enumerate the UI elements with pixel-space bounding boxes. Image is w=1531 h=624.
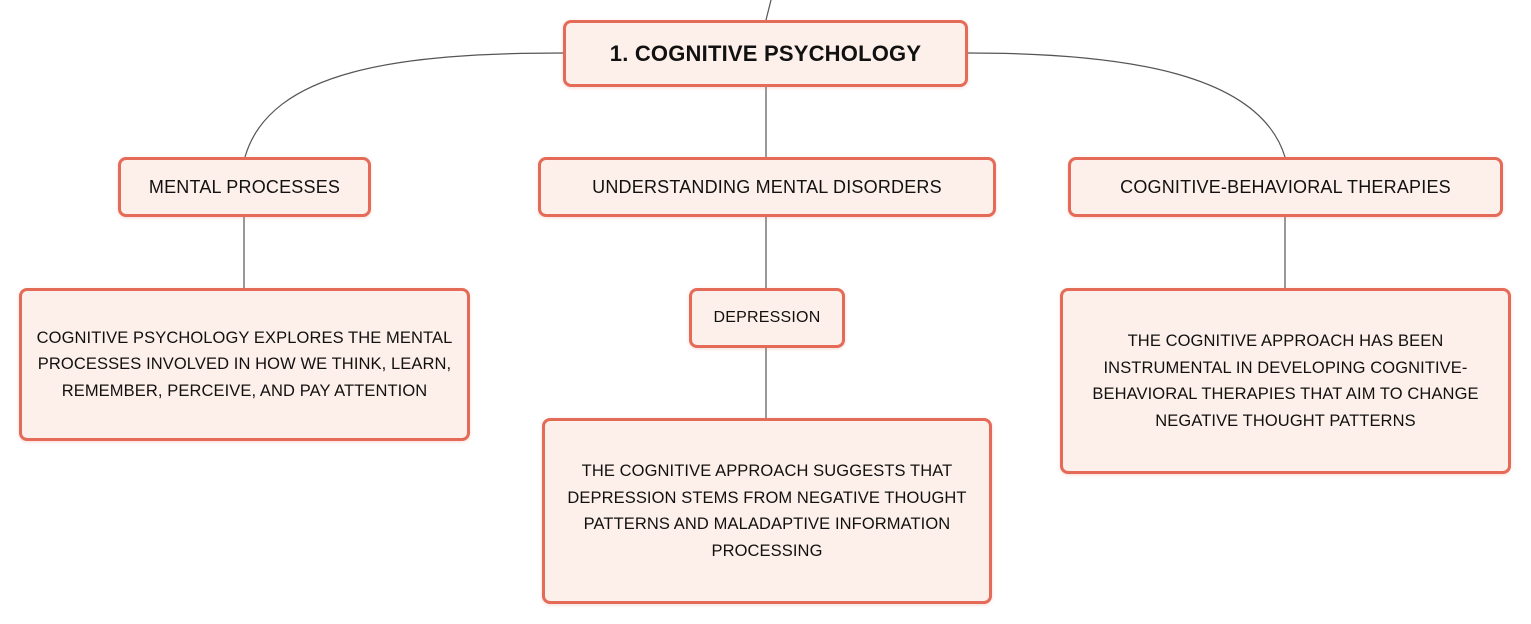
detail-text-mental-processes: COGNITIVE PSYCHOLOGY EXPLORES THE MENTAL… [36,328,453,400]
topic-label-understanding-mental-disorders: UNDERSTANDING MENTAL DISORDERS [592,176,942,197]
detail-text-cognitive-behavioral-therapies: THE COGNITIVE APPROACH HAS BEEN INSTRUME… [1092,332,1479,430]
subtopic-node-depression[interactable]: DEPRESSION [689,288,845,348]
connector-incoming-root [765,0,772,21]
topic-label-mental-processes: MENTAL PROCESSES [148,176,341,197]
connector-root-to-cognitive-behavioral-therapies [967,52,1286,158]
topic-node-cognitive-behavioral-therapies[interactable]: COGNITIVE-BEHAVIORAL THERAPIES [1068,157,1503,217]
topic-node-understanding-mental-disorders[interactable]: UNDERSTANDING MENTAL DISORDERS [538,157,996,217]
subtopic-label-depression: DEPRESSION [713,309,821,326]
detail-text-depression: THE COGNITIVE APPROACH SUGGESTS THAT DEP… [567,462,967,560]
root-label: 1. COGNITIVE PSYCHOLOGY [609,40,922,66]
connector-root-to-mental-processes [244,52,564,158]
topic-node-mental-processes[interactable]: MENTAL PROCESSES [118,157,371,217]
detail-node-cognitive-behavioral-therapies[interactable]: THE COGNITIVE APPROACH HAS BEEN INSTRUME… [1060,288,1511,474]
topic-label-cognitive-behavioral-therapies: COGNITIVE-BEHAVIORAL THERAPIES [1120,176,1451,197]
root-node[interactable]: 1. COGNITIVE PSYCHOLOGY [563,20,968,87]
detail-node-depression[interactable]: THE COGNITIVE APPROACH SUGGESTS THAT DEP… [542,418,992,604]
detail-node-mental-processes[interactable]: COGNITIVE PSYCHOLOGY EXPLORES THE MENTAL… [19,288,470,441]
